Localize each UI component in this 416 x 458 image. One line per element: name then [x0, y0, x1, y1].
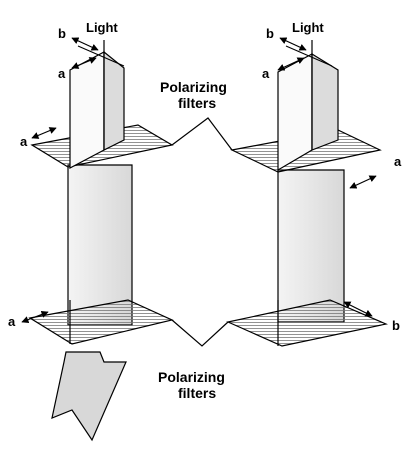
bottom-filters-label-line2: filters	[178, 385, 216, 401]
left-label-a-bottom: a	[8, 314, 16, 329]
right-light-plane-side	[311, 52, 339, 151]
left-axis-a-arrow-mid	[31, 127, 57, 139]
left-label-b: b	[58, 26, 66, 41]
right-light-label: Light	[292, 20, 324, 35]
right-axis-b-arrow	[279, 37, 307, 51]
left-label-a-mid: a	[20, 134, 28, 149]
right-label-a-top: a	[262, 66, 270, 81]
right-assembly: Light b a a b	[226, 20, 402, 347]
right-label-a-mid: a	[394, 154, 402, 169]
right-axis-a-arrow-mid	[349, 175, 377, 189]
callouts: Polarizing filters Polarizing filters	[158, 79, 233, 401]
top-callout-lines	[171, 117, 233, 151]
left-label-a-top: a	[58, 66, 66, 81]
right-beam-middle	[277, 169, 345, 323]
left-light-label: Light	[86, 20, 118, 35]
right-label-b: b	[266, 26, 274, 41]
bottom-callout-lines	[171, 319, 229, 347]
top-filters-label-line1: Polarizing	[160, 79, 227, 95]
left-axis-a-arrow-bottom	[21, 310, 49, 324]
left-axis-b-arrow	[71, 37, 99, 51]
left-light-plane-side	[103, 50, 125, 151]
left-axis-a-arrow-top	[71, 57, 97, 69]
right-axis-b-arrow-bottom	[343, 301, 373, 317]
right-label-b-bottom: b	[392, 318, 400, 333]
left-assembly: Light b a a a	[8, 20, 174, 442]
right-light-plane-front	[277, 53, 313, 172]
right-axis-a-arrow-top	[277, 57, 305, 71]
bottom-filters-label-line1: Polarizing	[158, 369, 225, 385]
right-bottom-filter	[226, 299, 388, 347]
top-filters-label-line2: filters	[178, 95, 216, 111]
left-output-arrow	[51, 351, 127, 442]
left-light-plane-front	[69, 51, 105, 169]
left-bottom-filter	[28, 299, 174, 345]
